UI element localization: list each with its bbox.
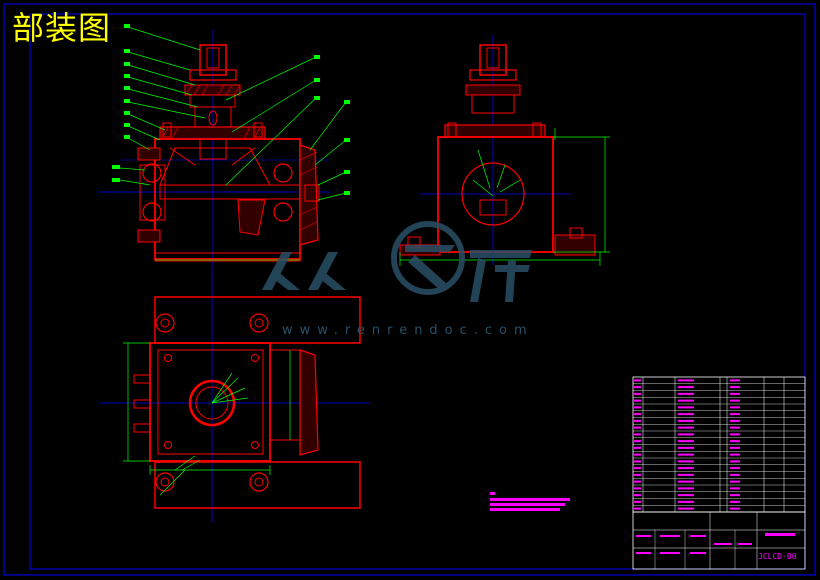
top-view	[100, 265, 370, 522]
parts-cell-text	[634, 399, 641, 402]
parts-cell-text	[730, 386, 740, 389]
drawing-number: JCLCD-00	[758, 552, 797, 561]
parts-cell-text	[634, 487, 641, 490]
parts-cell-text	[634, 467, 641, 470]
inner-frame	[29, 13, 806, 570]
parts-cell-text	[678, 500, 694, 503]
parts-cell-text	[634, 446, 641, 449]
parts-cell-text	[678, 446, 694, 449]
parts-cell-text	[730, 467, 740, 470]
parts-cell-text	[634, 419, 641, 422]
parts-cell-text	[634, 473, 641, 476]
parts-cell-text	[678, 426, 694, 429]
parts-cell-text	[730, 487, 740, 490]
parts-cell-text	[678, 399, 694, 402]
parts-cell-text	[678, 406, 694, 409]
parts-cell-text	[678, 507, 694, 510]
parts-cell-text	[730, 500, 740, 503]
parts-cell-text	[730, 494, 740, 497]
parts-cell-text	[678, 460, 694, 463]
parts-cell-text	[634, 500, 641, 503]
parts-cell-text	[730, 446, 740, 449]
outer-frame	[3, 3, 816, 576]
parts-cell-text	[730, 440, 740, 443]
parts-cell-text	[730, 460, 740, 463]
technical-notes	[490, 492, 570, 511]
parts-cell-text	[678, 379, 694, 382]
parts-cell-text	[678, 487, 694, 490]
side-bearing-circle	[461, 162, 525, 226]
parts-cell-text	[678, 440, 694, 443]
top-bearing-outer	[188, 379, 236, 427]
parts-cell-text	[678, 494, 694, 497]
parts-cell-text	[730, 426, 740, 429]
parts-cell-text	[634, 440, 641, 443]
watermark-url: www.renrendoc.com	[282, 323, 534, 338]
parts-cell-text	[730, 392, 740, 395]
parts-cell-text	[730, 419, 740, 422]
parts-cell-text	[730, 406, 740, 409]
parts-cell-text	[634, 426, 641, 429]
parts-cell-text	[678, 453, 694, 456]
side-view	[399, 35, 610, 266]
parts-cell-text	[634, 406, 641, 409]
parts-cell-text	[678, 467, 694, 470]
parts-cell-text	[634, 460, 641, 463]
front-view	[100, 24, 350, 265]
parts-cell-text	[678, 480, 694, 483]
parts-cell-text	[730, 399, 740, 402]
parts-cell-text	[634, 413, 641, 416]
parts-cell-text	[634, 433, 641, 436]
parts-cell-text	[634, 507, 641, 510]
parts-cell-text	[730, 473, 740, 476]
parts-cell-text	[678, 386, 694, 389]
parts-cell-text	[730, 480, 740, 483]
parts-cell-text	[730, 453, 740, 456]
parts-cell-text	[730, 433, 740, 436]
parts-cell-text	[678, 419, 694, 422]
parts-cell-text	[678, 433, 694, 436]
parts-cell-text	[634, 386, 641, 389]
logo-icon	[262, 221, 532, 302]
parts-cell-text	[730, 379, 740, 382]
parts-list	[632, 376, 806, 513]
parts-cell-text	[634, 379, 641, 382]
parts-cell-text	[678, 392, 694, 395]
parts-cell-text	[678, 473, 694, 476]
parts-cell-text	[634, 453, 641, 456]
parts-cell-text	[730, 413, 740, 416]
parts-cell-text	[634, 480, 641, 483]
drawing-title: 部装图	[12, 9, 112, 47]
title-block	[632, 511, 806, 570]
parts-cell-text	[634, 494, 641, 497]
parts-cell-text	[678, 413, 694, 416]
parts-cell-text	[634, 392, 641, 395]
parts-cell-text	[730, 507, 740, 510]
